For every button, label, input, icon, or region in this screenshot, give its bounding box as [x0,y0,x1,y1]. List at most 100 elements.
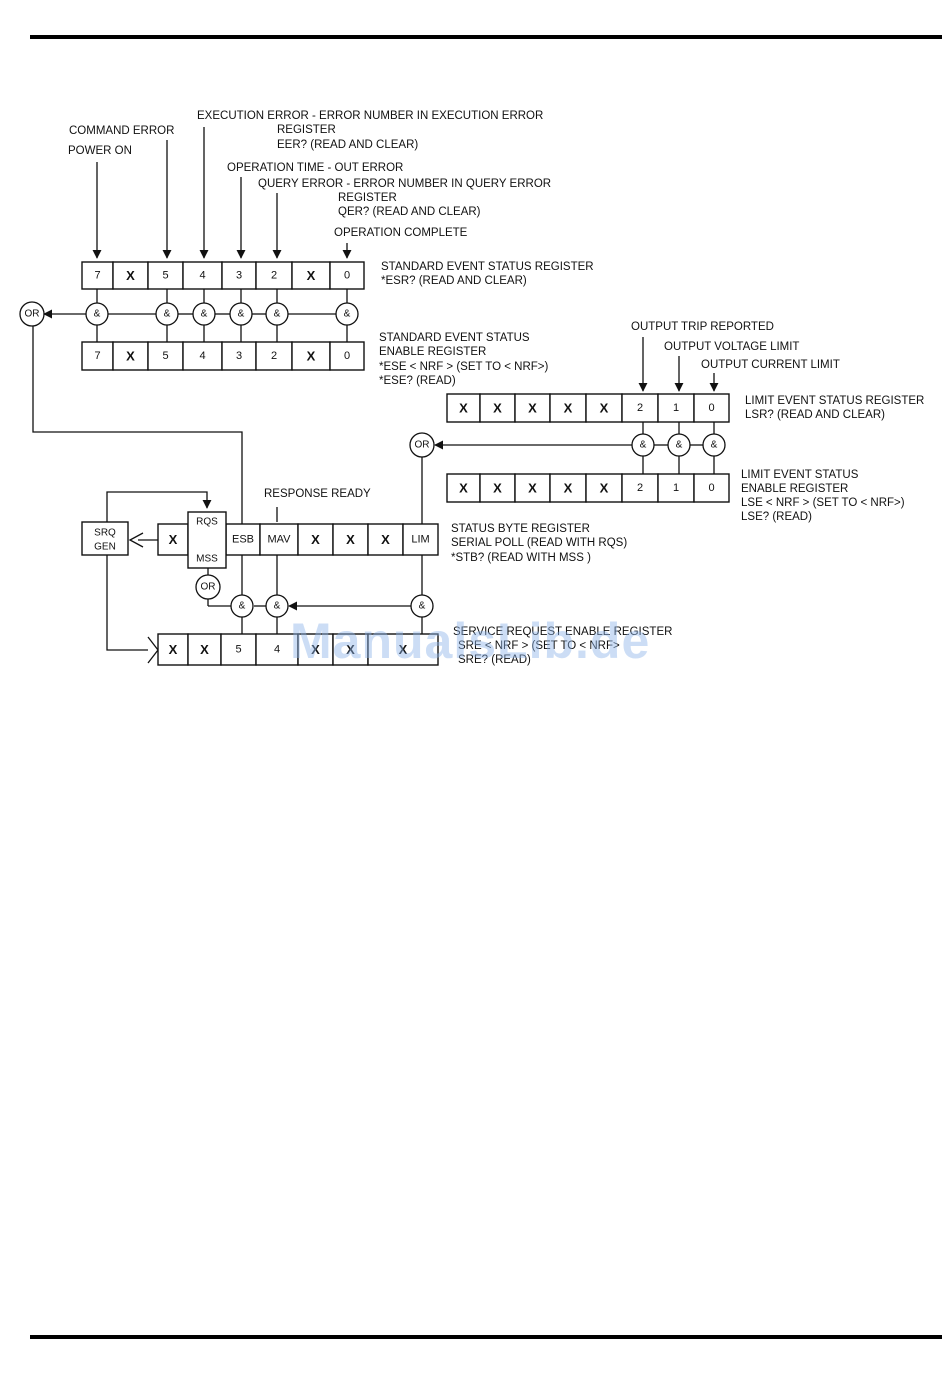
annotations: COMMAND ERROR POWER ON EXECUTION ERROR -… [68,110,924,666]
lsr-register-cell: 0 [693,393,730,423]
and-gate-symbol: & [238,309,245,320]
rqs-mss-block: RQS MSS [187,511,227,569]
ses-register-bit: 4 [199,270,205,282]
and-gate-symbol: & [419,601,426,612]
lse-register-cell: X [446,473,481,503]
ses-register-bit: 5 [162,270,168,282]
lsr-register-cell: X [446,393,481,423]
lsr-register-cell: X [585,393,623,423]
and-gate-symbol: & [274,601,281,612]
execution-error-command-label: EER? (READ AND CLEAR) [277,139,418,151]
and-gate-symbol: & [640,440,647,451]
power-on-label: POWER ON [68,145,132,157]
srq-gen-block: SRQ GEN [81,521,129,556]
output-voltage-label: OUTPUT VOLTAGE LIMIT [664,341,799,353]
lsr-register-bit: 1 [673,402,679,414]
sese-register-bit: X [307,349,316,364]
or-gate: OR [19,301,45,327]
lse-register-cell: X [479,473,516,503]
and-gate-symbol: & [274,309,281,320]
sese-register-cell: 4 [182,341,223,371]
and-gate: & [229,302,253,326]
gen-label: GEN [94,542,116,553]
srq-label: SRQ [94,528,116,539]
ses-register-cell: 7 [81,261,114,290]
lsr-register-bit: X [564,401,573,416]
lse-subtitle: ENABLE REGISTER [741,483,848,495]
lsr-register-bit: 0 [708,402,714,414]
or-gate: OR [409,432,435,458]
sre-register-bit: X [200,642,209,657]
bottom-rule [30,1335,942,1339]
lse-register-bit: X [564,481,573,496]
ses-register-bit: 7 [94,270,100,282]
output-current-label: OUTPUT CURRENT LIMIT [701,359,840,371]
and-gate: & [230,594,254,618]
operation-complete-label: OPERATION COMPLETE [334,227,468,239]
sre-register-cell: 4 [255,633,299,666]
ses-register-bit: 0 [344,270,350,282]
lse-register-bit: X [459,481,468,496]
sese-register-bit: 7 [94,350,100,362]
and-gate-symbol: & [164,309,171,320]
status-byte-register-bit: X [346,532,355,547]
status-byte-register-bit: X [169,532,178,547]
lse-register-bit: X [600,481,609,496]
ses-register-bit: X [307,268,316,283]
and-gate-symbol: & [201,309,208,320]
mss-label: MSS [196,554,218,565]
query-error-register-label: REGISTER [338,192,397,204]
and-gate-symbol: & [94,309,101,320]
sese-register-cell: 3 [221,341,257,371]
or-gate: OR [195,574,221,600]
status-byte-register-bit: LIM [411,534,429,546]
sre-register-cell: X [157,633,189,666]
lse-register-bit: 1 [673,482,679,494]
ses-register-command: *ESR? (READ AND CLEAR) [381,275,527,287]
status-byte-title: STATUS BYTE REGISTER [451,523,590,535]
sre-register-cell: X [332,633,369,666]
ses-register-bit: 2 [271,270,277,282]
sese-register-bit: X [126,349,135,364]
lse-register-cell: 1 [657,473,695,503]
and-gate: & [667,433,691,457]
status-byte-register-bit: X [381,532,390,547]
lse-register-cell: X [585,473,623,503]
lsr-register-cell: 1 [657,393,695,423]
lse-register-bit: X [528,481,537,496]
lsr-command: LSR? (READ AND CLEAR) [745,409,885,421]
lsr-register-bit: 2 [637,402,643,414]
sre-read-command: SRE? (READ) [458,654,531,666]
sre-register-cell: X [367,633,439,666]
sre-register-cell: X [297,633,334,666]
ses-register-cell: 5 [147,261,184,290]
sre-register-bit: X [399,642,408,657]
sre-register-bit: 5 [235,644,241,656]
lse-set-command: LSE < NRF > (SET TO < NRF>) [741,497,905,509]
sre-register-bit: X [346,642,355,657]
lse-register-bit: 2 [637,482,643,494]
ses-register-cell: 4 [182,261,223,290]
ses-register-bit: 3 [236,270,242,282]
sese-register-cell: 7 [81,341,114,371]
lsr-register-bit: X [528,401,537,416]
response-ready-label: RESPONSE READY [264,488,371,500]
command-error-label: COMMAND ERROR [69,125,174,137]
sese-register-bit: 3 [236,350,242,362]
and-gate: & [631,433,655,457]
and-gate-symbol: & [344,309,351,320]
and-gate: & [702,433,726,457]
and-gate: & [155,302,179,326]
sese-register-bit: 5 [162,350,168,362]
sre-register-bit: X [311,642,320,657]
sese-title: STANDARD EVENT STATUS [379,332,530,344]
status-byte-register-cell: MAV [259,523,299,556]
lsr-register-bit: X [493,401,502,416]
and-gate: & [410,594,434,618]
